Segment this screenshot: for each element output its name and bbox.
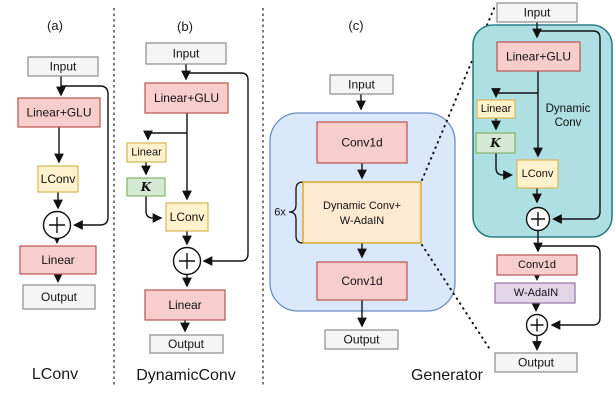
kernel-k-label: K bbox=[140, 180, 152, 194]
output-label: Output bbox=[343, 333, 380, 347]
panel-a-lconv: (a) Input Linear+GLU LConv Linear Output… bbox=[17, 18, 109, 383]
panel-a-label: (a) bbox=[47, 18, 63, 33]
residual-skip-arrow-outer bbox=[538, 245, 601, 330]
output-node bbox=[22, 284, 96, 310]
sum-node bbox=[42, 210, 72, 240]
kernel-k-node bbox=[126, 177, 166, 197]
output-node bbox=[494, 352, 578, 373]
kernel-arrow bbox=[495, 153, 513, 180]
kernel-arrow bbox=[145, 196, 163, 223]
lconv-label: LConv bbox=[170, 210, 205, 224]
output-label: Output bbox=[41, 290, 78, 304]
output-label: Output bbox=[168, 337, 205, 351]
kernel-k-node bbox=[475, 132, 516, 154]
linear-node bbox=[144, 289, 226, 321]
conv1d-node bbox=[496, 254, 578, 276]
input-label: Input bbox=[348, 78, 375, 92]
linear-glu-label: Linear+GLU bbox=[26, 106, 91, 120]
linear-kernel-node bbox=[126, 142, 167, 163]
panel-detail-dynamic-conv-wadain: Input Linear+GLU Linear K Dynamic Conv L… bbox=[472, 2, 613, 373]
zoom-connector-bottom bbox=[421, 244, 492, 352]
kernel-k-label: K bbox=[489, 136, 501, 150]
panel-c-caption: Generator bbox=[411, 367, 484, 384]
linear-glu-node bbox=[496, 41, 581, 72]
output-node bbox=[324, 329, 399, 350]
w-adain-node bbox=[494, 282, 576, 304]
region-label-line1: Dynamic bbox=[546, 103, 591, 115]
panel-c-label: (c) bbox=[348, 18, 363, 33]
plus-icon bbox=[49, 217, 65, 233]
input-node bbox=[496, 2, 578, 23]
input-node bbox=[145, 42, 227, 65]
linear-glu-node bbox=[144, 82, 229, 114]
linear-label: Linear bbox=[168, 298, 201, 312]
output-node bbox=[149, 334, 224, 354]
linear-kernel-label: Linear bbox=[481, 103, 512, 115]
repeat-brace bbox=[288, 181, 304, 244]
lconv-label: LConv bbox=[522, 168, 554, 180]
input-label: Input bbox=[50, 60, 77, 74]
sum-node bbox=[525, 206, 551, 232]
conv1d-label: Conv1d bbox=[518, 259, 556, 271]
panel-b-dynamicconv: (b) Input Linear+GLU Linear K LConv Line… bbox=[126, 19, 249, 384]
conv1d-bottom-label: Conv1d bbox=[341, 274, 382, 288]
sum-node bbox=[172, 246, 202, 276]
input-node bbox=[329, 74, 394, 95]
linear-glu-label: Linear+GLU bbox=[506, 50, 571, 64]
residual-skip-arrow bbox=[537, 30, 601, 224]
dynamic-block-label-line1: Dynamic Conv+ bbox=[323, 200, 401, 212]
lconv-node bbox=[37, 165, 79, 193]
plus-icon bbox=[531, 212, 545, 226]
dynamic-conv-container bbox=[472, 24, 613, 238]
residual-skip-arrow bbox=[186, 72, 249, 266]
panel-b-label: (b) bbox=[177, 19, 193, 34]
panel-c-generator: (c) Input Conv1d 6x Dynamic Conv+ W-AdaI… bbox=[269, 18, 484, 384]
conv1d-top-label: Conv1d bbox=[341, 136, 382, 150]
linear-glu-node bbox=[17, 97, 101, 128]
conv1d-bottom-node bbox=[316, 261, 408, 301]
conv1d-top-node bbox=[316, 121, 408, 164]
lconv-label: LConv bbox=[41, 172, 76, 186]
input-label: Input bbox=[524, 6, 551, 20]
plus-icon bbox=[179, 253, 195, 269]
branch-arrow bbox=[143, 130, 187, 141]
input-node bbox=[27, 56, 99, 77]
plus-icon bbox=[530, 318, 544, 332]
dynamic-conv-wadain-block bbox=[302, 181, 422, 244]
lconv-node bbox=[516, 159, 559, 189]
lconv-node bbox=[165, 202, 209, 232]
dynamic-block-label-line2: W-AdaIN bbox=[340, 215, 384, 227]
panel-b-caption: DynamicConv bbox=[136, 367, 236, 384]
linear-label: Linear bbox=[41, 253, 74, 267]
region-label-line2: Conv bbox=[555, 117, 582, 129]
w-adain-label: W-AdaIN bbox=[514, 287, 558, 299]
residual-skip-arrow bbox=[61, 85, 109, 230]
input-label: Input bbox=[173, 47, 200, 61]
linear-glu-label: Linear+GLU bbox=[154, 91, 219, 105]
output-label: Output bbox=[518, 356, 555, 370]
sum-node-outer bbox=[525, 313, 549, 337]
panel-a-caption: LConv bbox=[32, 366, 78, 383]
linear-node bbox=[19, 245, 97, 275]
linear-kernel-label: Linear bbox=[131, 147, 162, 159]
branch-arrow bbox=[491, 88, 538, 98]
repeat-count-label: 6x bbox=[274, 207, 286, 219]
linear-kernel-node bbox=[476, 99, 516, 119]
